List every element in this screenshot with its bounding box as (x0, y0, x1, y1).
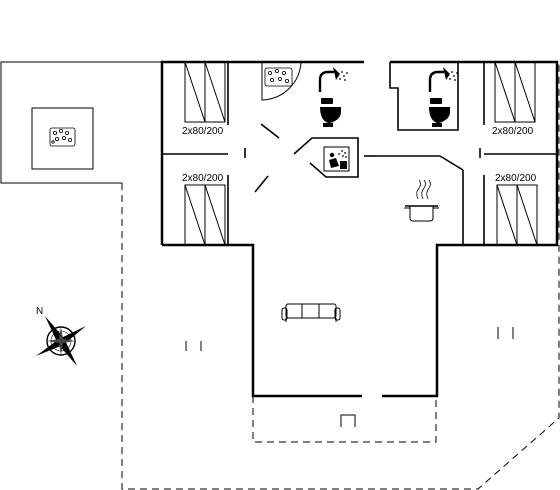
compass-rose-icon: N (36, 306, 86, 366)
bed-label-bottom-right: 2x80/200 (495, 173, 537, 184)
terrace-marks (185, 327, 514, 427)
terrace-dashed-outline (121, 62, 560, 490)
bed-bottom-left (184, 184, 226, 246)
toilet-icon-right (429, 98, 450, 127)
bed-label-bottom-left: 2x80/200 (182, 173, 224, 184)
shower-icon-right (428, 67, 458, 92)
bed-label-top-left: 2x80/200 (182, 126, 224, 137)
terrace-outline (0, 61, 162, 184)
sofa-icon (281, 303, 341, 322)
north-label: N (36, 306, 43, 317)
cooking-pot-icon (404, 179, 439, 222)
bed-label-top-right: 2x80/200 (492, 126, 534, 137)
sauna-icon (323, 146, 350, 172)
interior-walls-left (162, 61, 359, 245)
toilet-icon-left (320, 98, 341, 127)
spa-bath-icon (264, 67, 293, 87)
bed-top-left (184, 61, 226, 123)
hot-tub (31, 107, 94, 170)
interior-walls-right (364, 62, 557, 245)
bed-bottom-right (496, 184, 538, 246)
hot-tub-icon (49, 127, 76, 147)
shower-icon-left (318, 67, 348, 92)
bed-top-right (494, 61, 536, 123)
